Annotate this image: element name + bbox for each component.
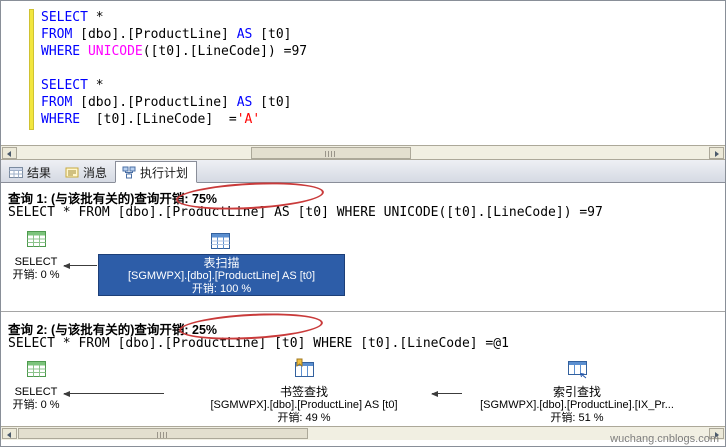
message-icon: [65, 166, 79, 179]
tab-messages[interactable]: 消息: [59, 163, 115, 182]
code-line: SELECT *: [41, 9, 307, 26]
plan-h-scrollbar[interactable]: [1, 426, 725, 440]
plan-arrow: [63, 263, 97, 269]
scroll-right-button[interactable]: [709, 428, 724, 439]
tab-label: 结果: [27, 166, 52, 180]
select-result-grid-icon: [25, 357, 48, 383]
sql-token: AS: [236, 95, 253, 110]
results-grid-icon: [9, 166, 23, 179]
sql-token: [dbo].[ProductLine]: [72, 27, 237, 42]
scroll-left-button[interactable]: [2, 428, 17, 439]
plan-node-select-q1[interactable]: SELECT 开销: 0 %: [7, 227, 65, 282]
tab-label: 执行计划: [140, 165, 189, 180]
node-cost: 开销: 0 %: [12, 399, 60, 411]
code-line: WHERE [t0].[LineCode] ='A': [41, 111, 307, 128]
tab-label: 消息: [83, 166, 108, 180]
sql-token: [t0].[LineCode] =: [80, 112, 237, 127]
sql-token: UNICODE: [87, 44, 143, 59]
editor-splitter-scrollbar[interactable]: [1, 145, 725, 160]
plan-arrow: [63, 391, 164, 397]
sql-token: AS: [236, 27, 253, 42]
tab-execution-plan[interactable]: 执行计划: [115, 161, 198, 183]
node-cost: 开销: 0 %: [12, 269, 60, 281]
plan-node-bookmark-lookup[interactable]: 书签查找 [SGMWPX].[dbo].[ProductLine] AS [t0…: [179, 357, 429, 425]
code-line: WHERE UNICODE([t0].[LineCode]) =97: [41, 43, 307, 60]
sql-token: FROM: [41, 95, 73, 110]
watermark: wuchang.cnblogs.com: [610, 433, 719, 445]
sql-token: SELECT: [41, 78, 88, 93]
node-label: SELECT: [14, 256, 58, 268]
node-title: 书签查找: [279, 385, 328, 399]
table-scan-icon: [209, 229, 232, 255]
bookmark-lookup-icon: [293, 357, 316, 383]
sql-token: WHERE: [41, 44, 81, 59]
query1-header: 查询 1: (与该批有关的)查询开销: 75%: [8, 192, 218, 206]
right-arrow-icon: [715, 151, 719, 157]
h-scrollbar-thumb[interactable]: [251, 147, 411, 159]
code-line: FROM [dbo].[ProductLine] AS [t0]: [41, 94, 307, 111]
scroll-right-button[interactable]: [709, 147, 724, 159]
results-pane-tabs: 结果 消息 执行计划: [1, 160, 725, 183]
query-separator: [1, 311, 725, 312]
query1-statement: SELECT * FROM [dbo].[ProductLine] AS [t0…: [8, 205, 603, 220]
node-object: [SGMWPX].[dbo].[ProductLine] AS [t0]: [127, 270, 316, 282]
sql-token: *: [87, 78, 104, 93]
node-cost: 开销: 49 %: [277, 412, 331, 424]
sql-token: [dbo].[ProductLine]: [72, 95, 237, 110]
sql-token: [t0]: [252, 95, 292, 110]
node-object: [SGMWPX].[dbo].[ProductLine] AS [t0]: [210, 399, 398, 411]
sql-code: SELECT * FROM [dbo].[ProductLine] AS [t0…: [41, 9, 307, 128]
tab-results[interactable]: 结果: [3, 163, 59, 182]
code-line-empty: [41, 60, 307, 77]
sql-token: 'A': [236, 112, 261, 127]
right-arrow-icon: [715, 432, 719, 438]
node-label: SELECT: [14, 386, 58, 398]
plan-node-select-q2[interactable]: SELECT 开销: 0 %: [7, 357, 65, 412]
sql-token: SELECT: [41, 10, 88, 25]
sql-editor[interactable]: SELECT * FROM [dbo].[ProductLine] AS [t0…: [1, 1, 725, 145]
node-cost: 开销: 100 %: [191, 283, 252, 295]
changed-lines-indicator: [29, 9, 34, 130]
code-line: FROM [dbo].[ProductLine] AS [t0]: [41, 26, 307, 43]
left-arrow-icon: [7, 432, 11, 438]
query2-statement: SELECT * FROM [dbo].[ProductLine] [t0] W…: [8, 336, 509, 351]
select-result-grid-icon: [25, 227, 48, 253]
sql-token: FROM: [41, 27, 73, 42]
h-scrollbar-thumb[interactable]: [18, 428, 308, 439]
plan-node-table-scan[interactable]: 表扫描 [SGMWPX].[dbo].[ProductLine] AS [t0]…: [98, 254, 345, 296]
plan-arrow: [431, 391, 462, 397]
sql-token: ([t0].[LineCode]) =97: [142, 44, 308, 59]
execution-plan-pane[interactable]: 查询 1: (与该批有关的)查询开销: 75% SELECT * FROM [d…: [1, 179, 725, 446]
plan-node-index-seek[interactable]: 索引查找 [SGMWPX].[dbo].[ProductLine].[IX_Pr…: [453, 357, 701, 425]
code-line: SELECT *: [41, 77, 307, 94]
sql-token: *: [87, 10, 104, 25]
node-object: [SGMWPX].[dbo].[ProductLine].[IX_Pr...: [480, 399, 674, 411]
node-cost: 开销: 51 %: [550, 412, 604, 424]
index-seek-icon: [566, 357, 589, 383]
scroll-left-button[interactable]: [2, 147, 17, 159]
execution-plan-icon: [122, 166, 136, 179]
sql-token: [t0]: [252, 27, 292, 42]
query2-header: 查询 2: (与该批有关的)查询开销: 25%: [8, 323, 218, 337]
left-arrow-icon: [7, 151, 11, 157]
sql-token: [80, 44, 88, 59]
node-title: 索引查找: [552, 385, 601, 399]
node-title: 表扫描: [203, 256, 240, 270]
sql-token: WHERE: [41, 112, 81, 127]
